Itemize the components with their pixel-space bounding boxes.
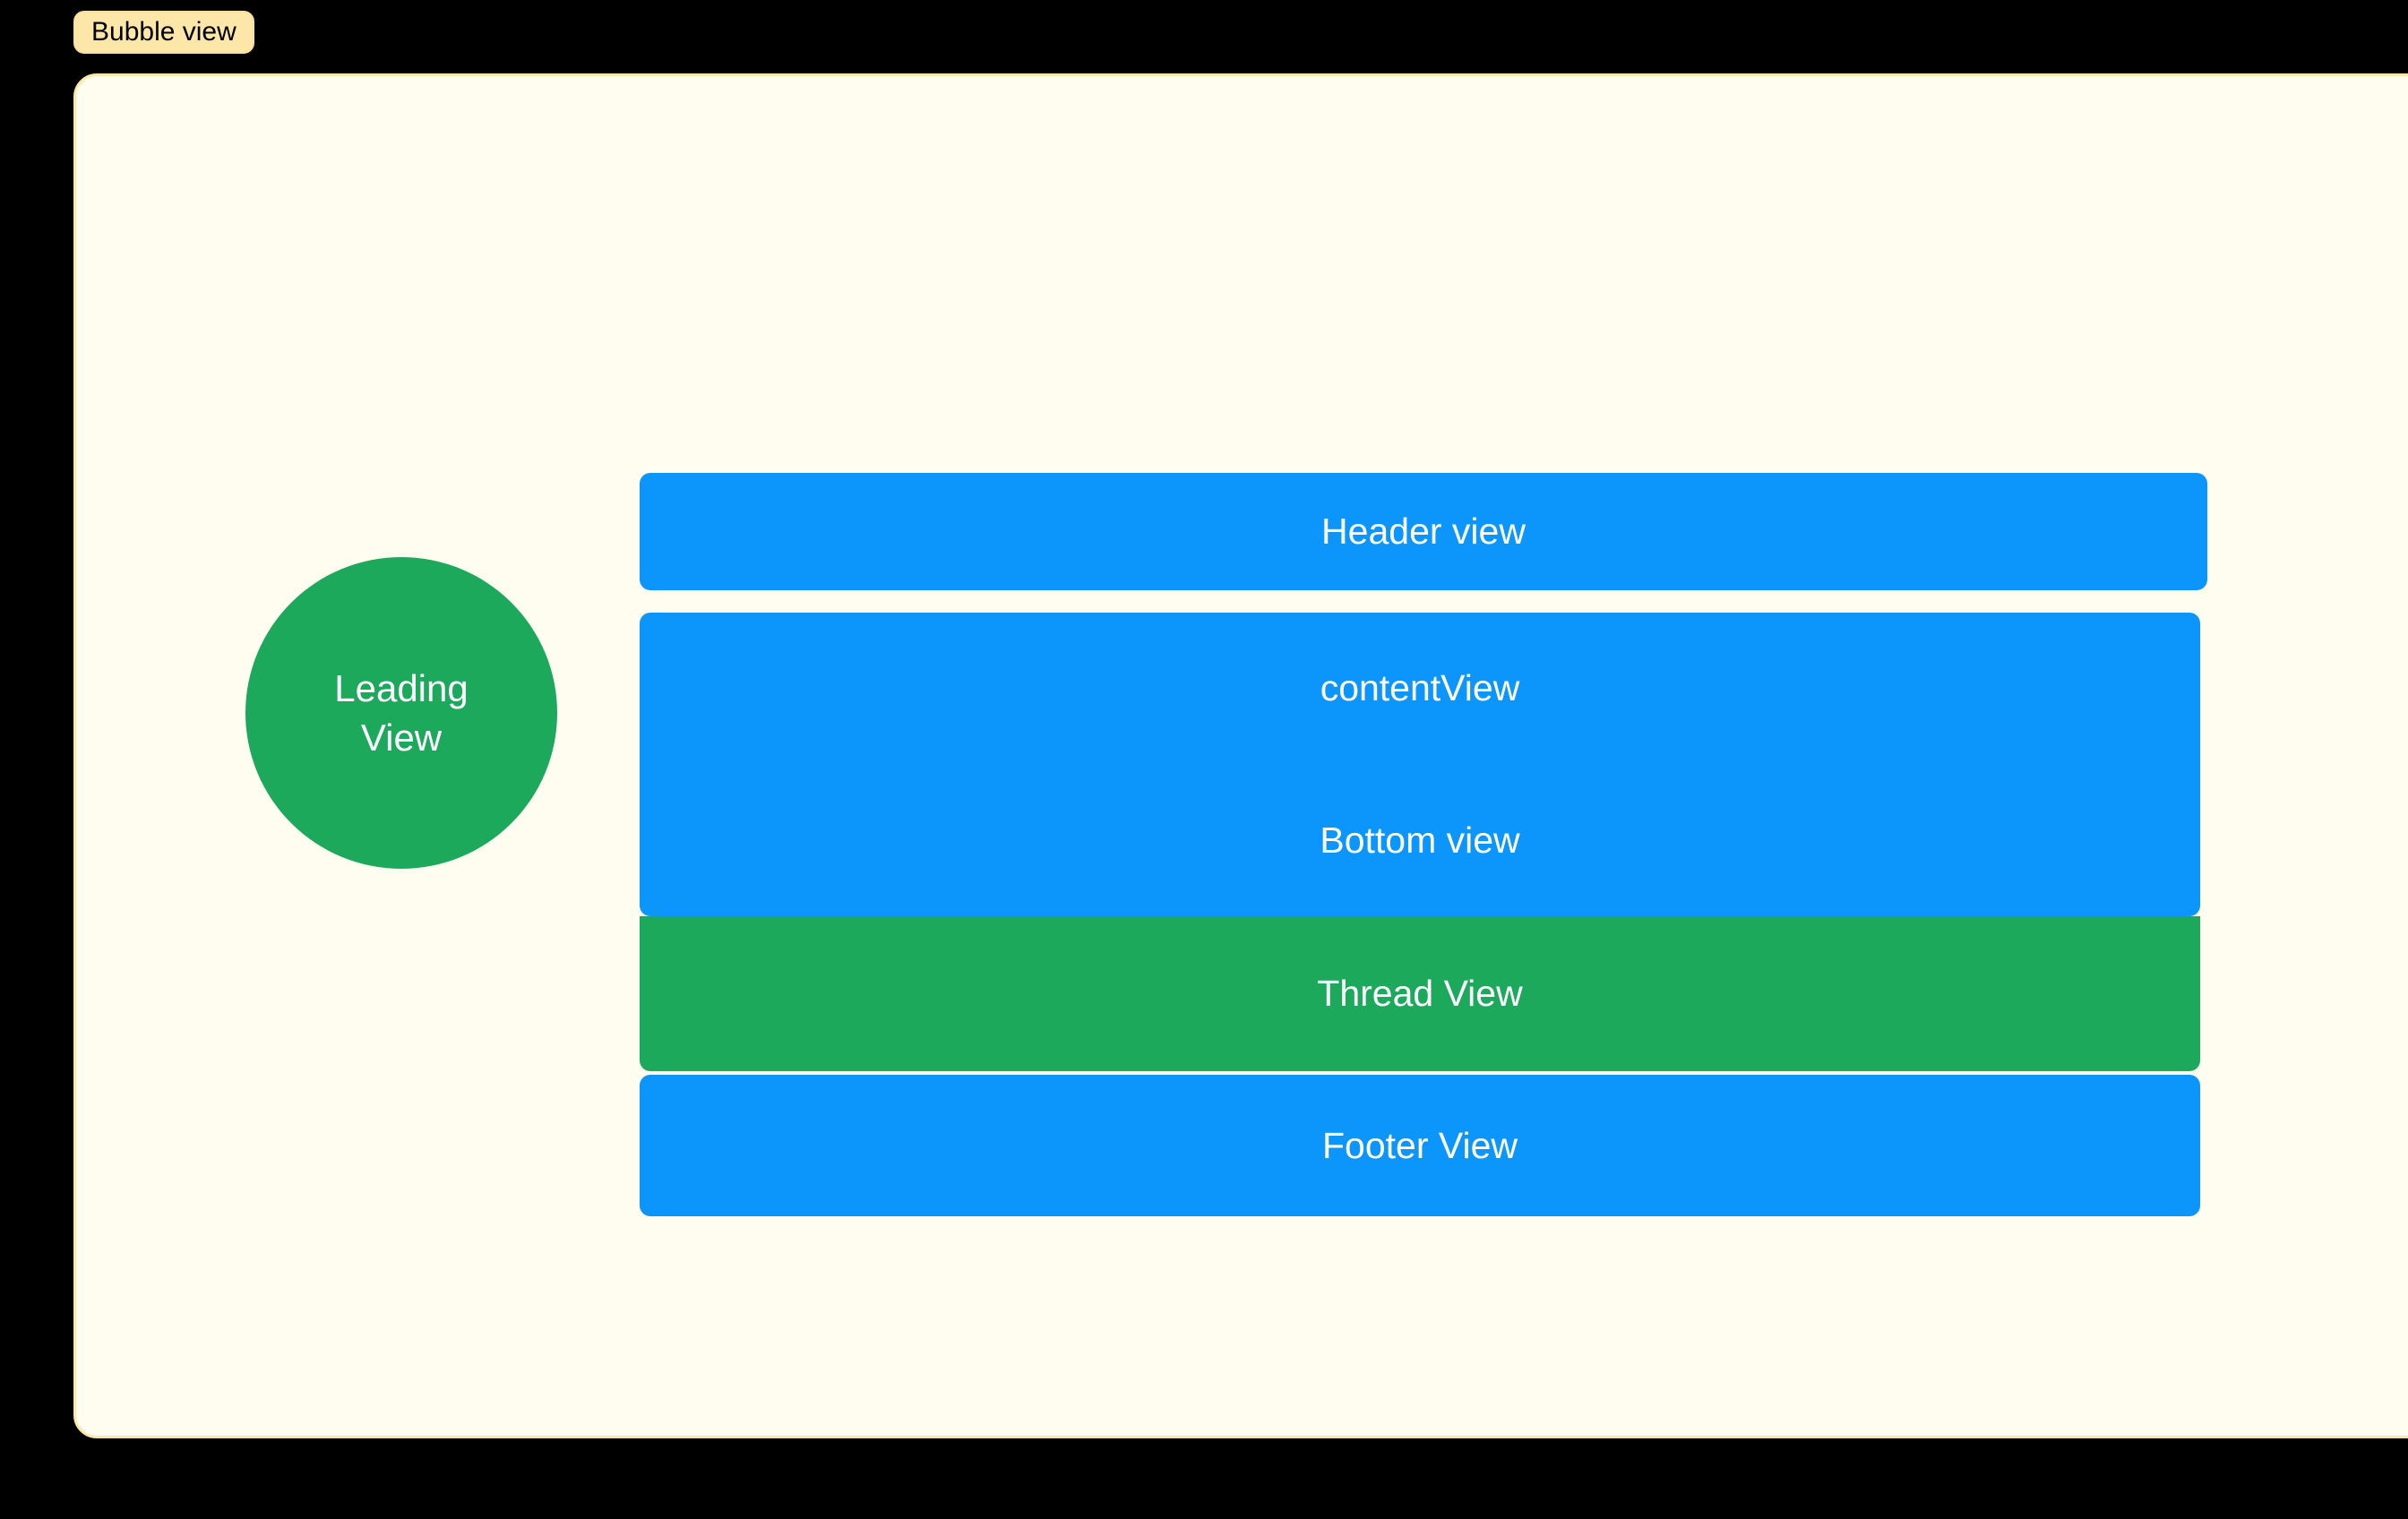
leading-view-label-line2: View [360,717,443,759]
thread-view-bar[interactable]: Thread View [640,916,2200,1071]
footer-view-bar[interactable]: Footer View [640,1075,2200,1216]
content-view-row: contentView [640,613,2200,765]
content-view-bar[interactable]: contentView Bottom view [640,613,2200,916]
bottom-view-label: Bottom view [1320,819,1520,861]
leading-view-circle[interactable]: Leading View [245,557,557,869]
footer-view-label: Footer View [1321,1124,1518,1166]
leading-view-label-line1: Leading [334,666,469,709]
thread-view-label: Thread View [1317,973,1523,1014]
content-view-label: contentView [1320,667,1520,709]
bubble-view-badge: Bubble view [73,11,254,54]
header-view-bar[interactable]: Header view [640,473,2207,590]
header-view-label: Header view [1321,511,1526,552]
bubble-view-badge-label: Bubble view [91,17,236,47]
bottom-view-row: Bottom view [640,765,2200,917]
